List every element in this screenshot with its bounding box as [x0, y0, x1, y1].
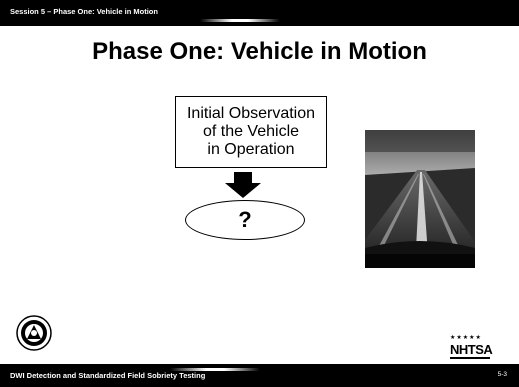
course-title: DWI Detection and Standardized Field Sob… — [10, 371, 206, 380]
question-ellipse — [185, 200, 305, 240]
observation-line-3: in Operation — [207, 141, 295, 158]
nhtsa-wordmark: NHTSA — [450, 342, 493, 357]
observation-line-1: Initial Observation — [186, 105, 316, 122]
dot-seal-icon — [16, 315, 52, 351]
observation-box: Initial Observation of the Vehicle in Op… — [175, 96, 327, 168]
header-bar: Session 5 – Phase One: Vehicle in Motion — [0, 0, 519, 26]
footer-accent-line — [170, 368, 260, 371]
down-arrow-icon — [225, 172, 261, 198]
session-label: Session 5 – Phase One: Vehicle in Motion — [10, 7, 158, 16]
page-number: 5-3 — [497, 371, 507, 378]
question-mark: ? — [238, 207, 252, 232]
header-accent-line — [200, 19, 280, 22]
nhtsa-stars: ★★★★★ — [450, 335, 482, 341]
nhtsa-logo: ★★★★★ NHTSA — [450, 335, 493, 361]
observation-line-2: of the Vehicle — [202, 123, 300, 140]
nhtsa-underline — [450, 357, 490, 359]
slide-title: Phase One: Vehicle in Motion — [92, 38, 427, 65]
footer-bar: DWI Detection and Standardized Field Sob… — [0, 364, 519, 387]
road-photo — [365, 130, 475, 268]
